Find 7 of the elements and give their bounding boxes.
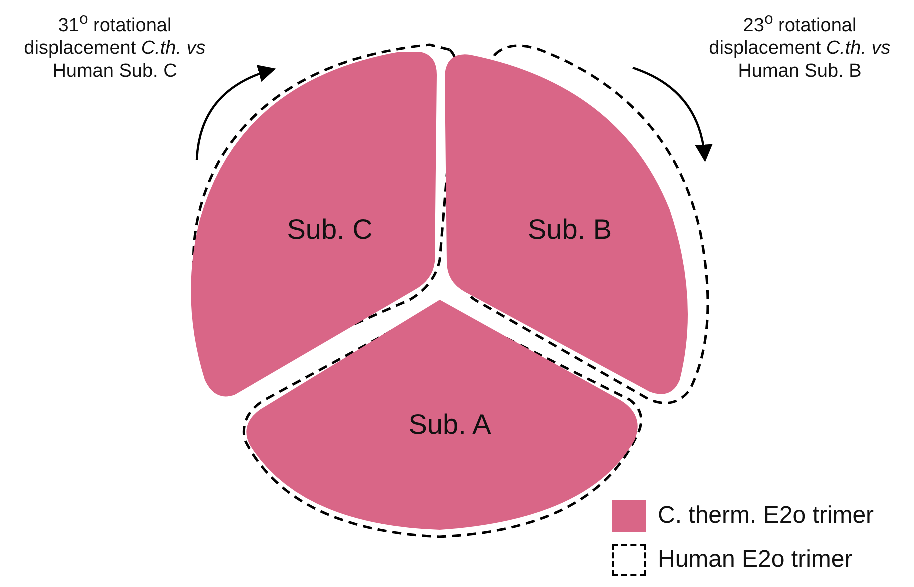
annotation-text: 31$^{o}$ rotational displacement C.th. vs Human Sub. C — [23, 10, 207, 84]
subunit-label: Sub. C — [287, 214, 373, 246]
subunit-label: Sub. B — [528, 214, 612, 246]
legend-label: C. therm. E2o trimer — [658, 502, 874, 530]
annotation-text: 23$^{o}$ rotational displacement C.th. vs Human Sub. B — [708, 10, 892, 84]
subunit-label: Sub. A — [408, 409, 492, 441]
legend-label: Human E2o trimer — [658, 546, 853, 574]
